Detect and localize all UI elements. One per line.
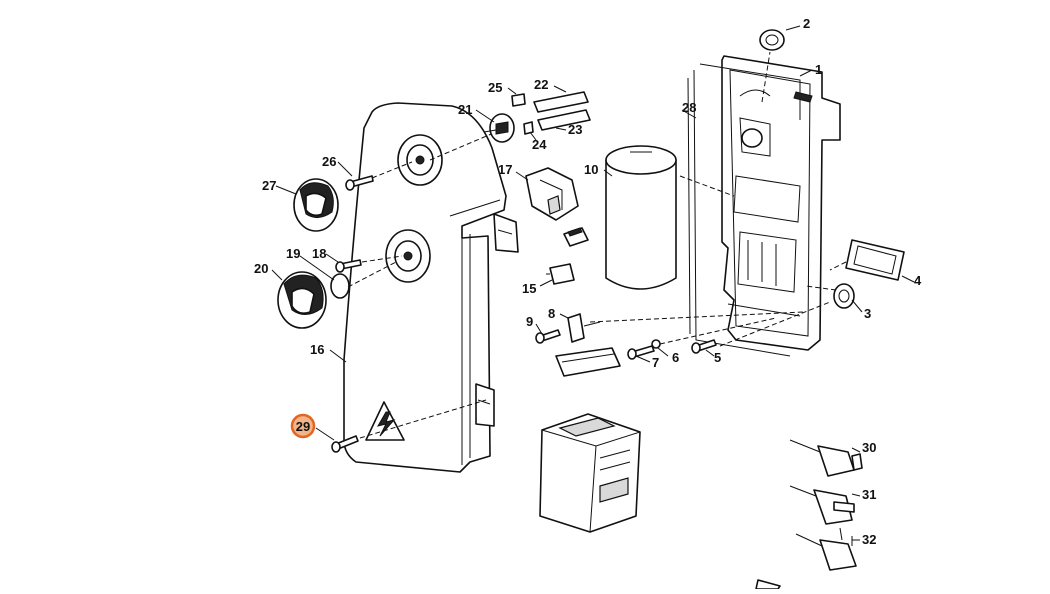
label-15: 15 xyxy=(522,281,536,296)
grommet-3 xyxy=(833,283,855,309)
part-labels: 2 1 3 4 5 6 7 8 9 10 15 16 17 18 19 20 2… xyxy=(254,16,922,547)
label-7: 7 xyxy=(652,355,659,370)
label-20: 20 xyxy=(254,261,268,276)
seal-4 xyxy=(845,239,905,281)
controller-module xyxy=(539,413,641,533)
label-8: 8 xyxy=(548,306,555,321)
label-32: 32 xyxy=(862,532,876,547)
label-28: 28 xyxy=(682,100,696,115)
rod-22 xyxy=(533,91,589,113)
connector-15 xyxy=(546,263,575,285)
label-1: 1 xyxy=(815,62,822,77)
label-16: 16 xyxy=(310,342,324,357)
screw-7 xyxy=(627,345,655,360)
label-25: 25 xyxy=(488,80,502,95)
highlighted-callout-29[interactable]: 29 xyxy=(290,413,316,439)
label-9: 9 xyxy=(526,314,533,329)
washer-6 xyxy=(651,339,661,349)
knob-27 xyxy=(293,178,339,232)
clamp-8 xyxy=(567,313,601,343)
highlight-circle xyxy=(290,413,316,439)
label-4: 4 xyxy=(914,273,922,288)
connector-block xyxy=(563,227,589,247)
label-24: 24 xyxy=(532,137,547,152)
label-10: 10 xyxy=(584,162,598,177)
leader-lines xyxy=(271,25,915,541)
label-21: 21 xyxy=(458,102,472,117)
base-frame-28 xyxy=(687,55,841,357)
rod-23 xyxy=(537,109,591,131)
knob-20 xyxy=(277,271,327,329)
label-26: 26 xyxy=(322,154,336,169)
label-30: 30 xyxy=(862,440,876,455)
plug-30 xyxy=(789,439,863,477)
screw-29 xyxy=(331,435,359,453)
label-5: 5 xyxy=(714,350,721,365)
grommet-2 xyxy=(759,29,785,51)
label-17: 17 xyxy=(498,162,512,177)
label-29[interactable]: 29 xyxy=(296,419,310,434)
pin-25 xyxy=(511,93,526,107)
plug-32 xyxy=(795,527,857,571)
screw-26 xyxy=(345,175,374,191)
o-ring-19 xyxy=(330,273,350,299)
pin-24 xyxy=(523,121,534,135)
label-31: 31 xyxy=(862,487,876,502)
label-27: 27 xyxy=(262,178,276,193)
housing-cover xyxy=(343,102,519,473)
relay-17 xyxy=(525,167,579,221)
cable-fragment xyxy=(755,579,781,590)
label-2: 2 xyxy=(803,16,810,31)
label-3: 3 xyxy=(864,306,871,321)
screw-9 xyxy=(535,329,561,344)
din-rail xyxy=(555,347,621,377)
label-22: 22 xyxy=(534,77,548,92)
switch-21 xyxy=(483,113,515,143)
label-23: 23 xyxy=(568,122,582,137)
screw-18 xyxy=(335,259,362,273)
label-19: 19 xyxy=(286,246,300,261)
plug-31 xyxy=(789,485,855,525)
label-18: 18 xyxy=(312,246,326,261)
label-6: 6 xyxy=(672,350,679,365)
capacitor-10 xyxy=(605,145,677,290)
screw-5 xyxy=(691,339,717,354)
